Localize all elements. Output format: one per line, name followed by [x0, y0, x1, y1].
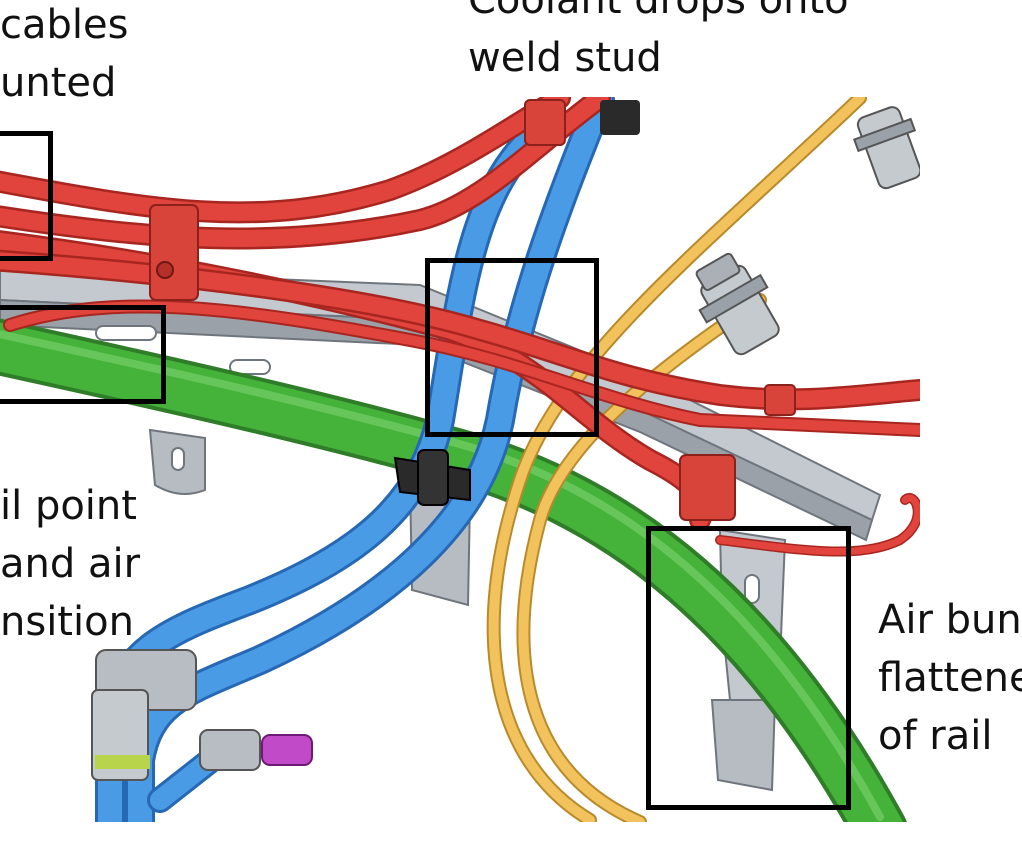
annotation-air-line-3: of rail — [878, 713, 993, 759]
annotation-rail-line-2: and air — [0, 541, 141, 587]
annotation-cables-line-2: unted — [0, 60, 117, 106]
highlight-box-air — [646, 526, 851, 810]
annotation-rail: il point and air nsition — [0, 477, 140, 651]
red-cables — [0, 97, 920, 557]
cable-clips — [149, 99, 796, 521]
annotation-coolant: Coolant drops onto weld stud — [468, 0, 849, 87]
annotation-cables: cables unted — [0, 0, 128, 112]
green-air-bundle — [0, 318, 907, 822]
highlight-box-rail — [0, 305, 166, 404]
annotation-rail-line-3: nsition — [0, 599, 134, 645]
grey-connectors — [91, 106, 920, 781]
annotation-air: Air bund flattene of rail — [878, 591, 1022, 765]
annotation-rail-line-1: il point — [0, 483, 137, 529]
annotation-air-line-2: flattene — [878, 655, 1022, 701]
annotation-coolant-line-1: Coolant drops onto — [468, 0, 849, 23]
highlight-box-coolant — [425, 258, 599, 437]
highlight-box-cables — [0, 131, 53, 261]
annotation-air-line-1: Air bund — [878, 597, 1022, 643]
annotation-cables-line-1: cables — [0, 2, 129, 48]
annotation-coolant-line-2: weld stud — [468, 35, 662, 81]
